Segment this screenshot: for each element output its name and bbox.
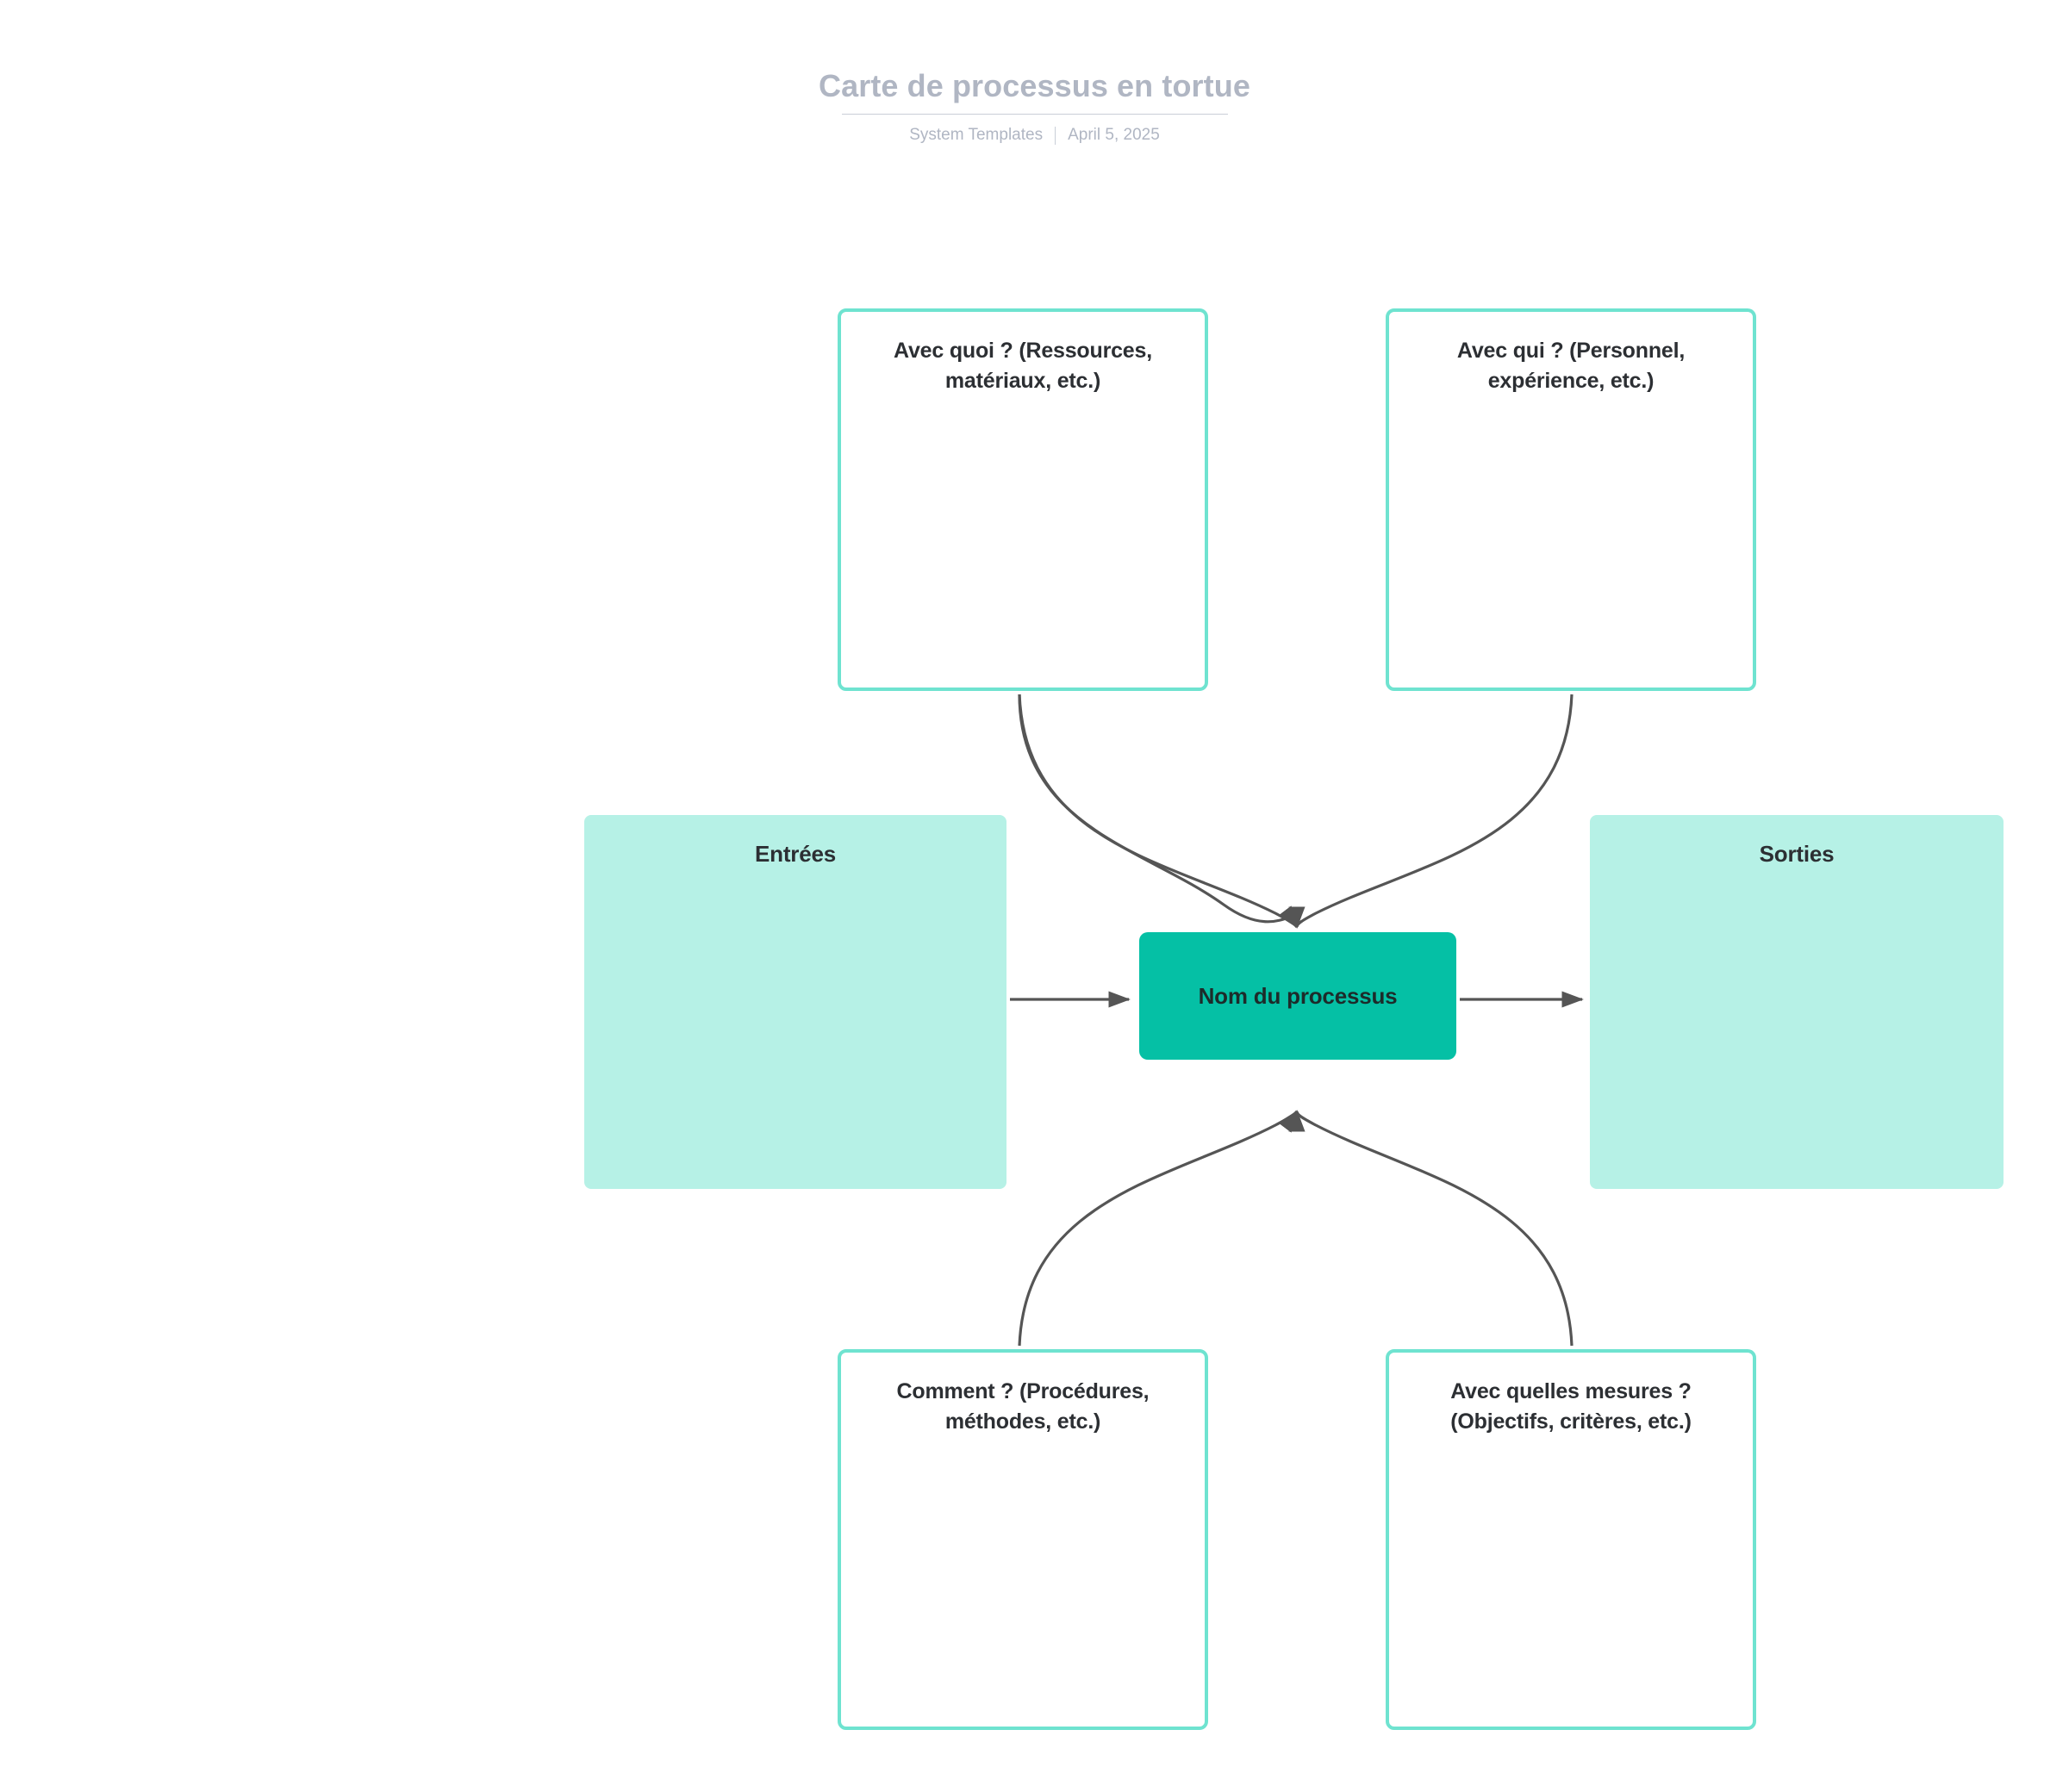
node-panel-sorties[interactable]: Sorties: [1590, 815, 2004, 1189]
page-title: Carte de processus en tortue: [819, 68, 1250, 103]
node-card-avec-quelles-mesures[interactable]: Avec quelles mesures ? (Objectifs, critè…: [1386, 1349, 1756, 1730]
node-card-avec-quoi[interactable]: Avec quoi ? (Ressources, matériaux, etc.…: [838, 308, 1208, 691]
node-card-avec-qui-label: Avec qui ? (Personnel, expérience, etc.): [1456, 339, 1686, 393]
node-card-avec-quelles-mesures-label: Avec quelles mesures ? (Objectifs, critè…: [1450, 1379, 1692, 1434]
node-card-comment-label: Comment ? (Procédures, méthodes, etc.): [896, 1379, 1150, 1434]
node-card-avec-qui[interactable]: Avec qui ? (Personnel, expérience, etc.): [1386, 308, 1756, 691]
node-card-avec-quoi-label: Avec quoi ? (Ressources, matériaux, etc.…: [894, 339, 1152, 393]
meta-source: System Templates: [909, 126, 1044, 144]
meta-date: April 5, 2025: [1068, 126, 1160, 144]
node-panel-sorties-label: Sorties: [1759, 841, 1835, 867]
node-process[interactable]: Nom du processus: [1139, 932, 1456, 1060]
node-panel-entrees[interactable]: Entrées: [584, 815, 1006, 1189]
document-header: Carte de processus en tortue System Temp…: [0, 67, 2069, 146]
edge-card-tl-to-process-tail: [1018, 694, 1299, 929]
edge-card-tr-to-process: [1288, 694, 1574, 929]
node-panel-entrees-label: Entrées: [755, 841, 836, 867]
node-process-label: Nom du processus: [1198, 982, 1398, 1009]
title-divider: [841, 114, 1228, 115]
edge-card-tl-to-process: [1018, 694, 1298, 924]
document-meta: System Templates April 5, 2025: [0, 125, 2069, 146]
meta-separator: [1055, 126, 1056, 145]
edge-card-bl-to-process: [1018, 1110, 1299, 1347]
node-card-comment[interactable]: Comment ? (Procédures, méthodes, etc.): [838, 1349, 1208, 1730]
edge-card-br-to-process: [1288, 1110, 1574, 1347]
